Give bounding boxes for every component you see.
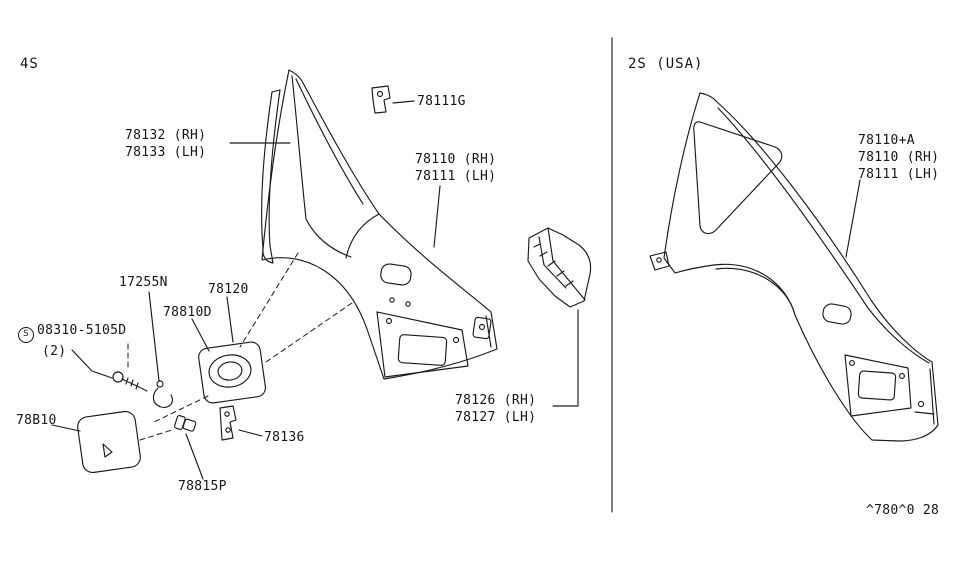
clip-17255n-drawing [152,380,173,408]
section-code-2s: 2S (USA) [628,56,704,72]
label-78127: 78127 (LH) [455,410,537,425]
label-78111: 78111 (LH) [415,169,497,184]
label-78110-rh-2s: 78110 (RH) [858,150,940,165]
label-17255n: 17255N [119,275,168,290]
label-screw-qty: (2) [42,343,67,359]
label-78815p: 78815P [178,479,227,494]
diagram-reference-code: ^780^0 28 [866,503,940,518]
label-78120: 78120 [208,282,249,297]
projection-dashed-lines [127,252,353,441]
quarter-panel-4s-drawing [261,69,498,380]
label-78110-78111: 78110 (RH) 78111 (LH) [415,151,496,185]
label-78133: 78133 (LH) [125,145,207,160]
leader-lines-right [845,179,861,258]
filler-lid-78b10-drawing [77,410,141,474]
label-78810d: 78810D [163,305,212,320]
label-78111-lh-2s: 78111 (LH) [858,167,940,182]
grommet-78815p-drawing [173,415,197,432]
label-78126-78127: 78126 (RH) 78127 (LH) [455,392,536,426]
label-78132: 78132 (RH) [125,128,207,143]
label-78110a: 78110+A [858,133,915,148]
label-78b10: 78B10 [16,413,57,428]
label-78110: 78110 (RH) [415,152,497,167]
leader-lines-left [51,100,579,480]
label-78136: 78136 [264,430,305,445]
quarter-panel-2s-drawing [649,92,939,442]
bracket-78136-drawing [219,405,237,441]
label-78126: 78126 (RH) [455,393,537,408]
corner-piece-78126-drawing [527,227,592,308]
label-78132-78133: 78132 (RH) 78133 (LH) [125,127,206,161]
screw-drawing [112,371,148,392]
label-screw-number: 08310-5105D [37,323,127,338]
bracket-78111g-drawing [371,85,391,114]
circled-s-icon: S [18,326,34,343]
label-2s-panel-group: 78110+A 78110 (RH) 78111 (LH) [858,132,939,183]
filler-housing-78120-drawing [198,341,267,404]
label-78111g: 78111G [417,94,466,109]
section-code-4s: 4S [20,56,39,72]
pillar-strip-78132-drawing [261,89,281,264]
